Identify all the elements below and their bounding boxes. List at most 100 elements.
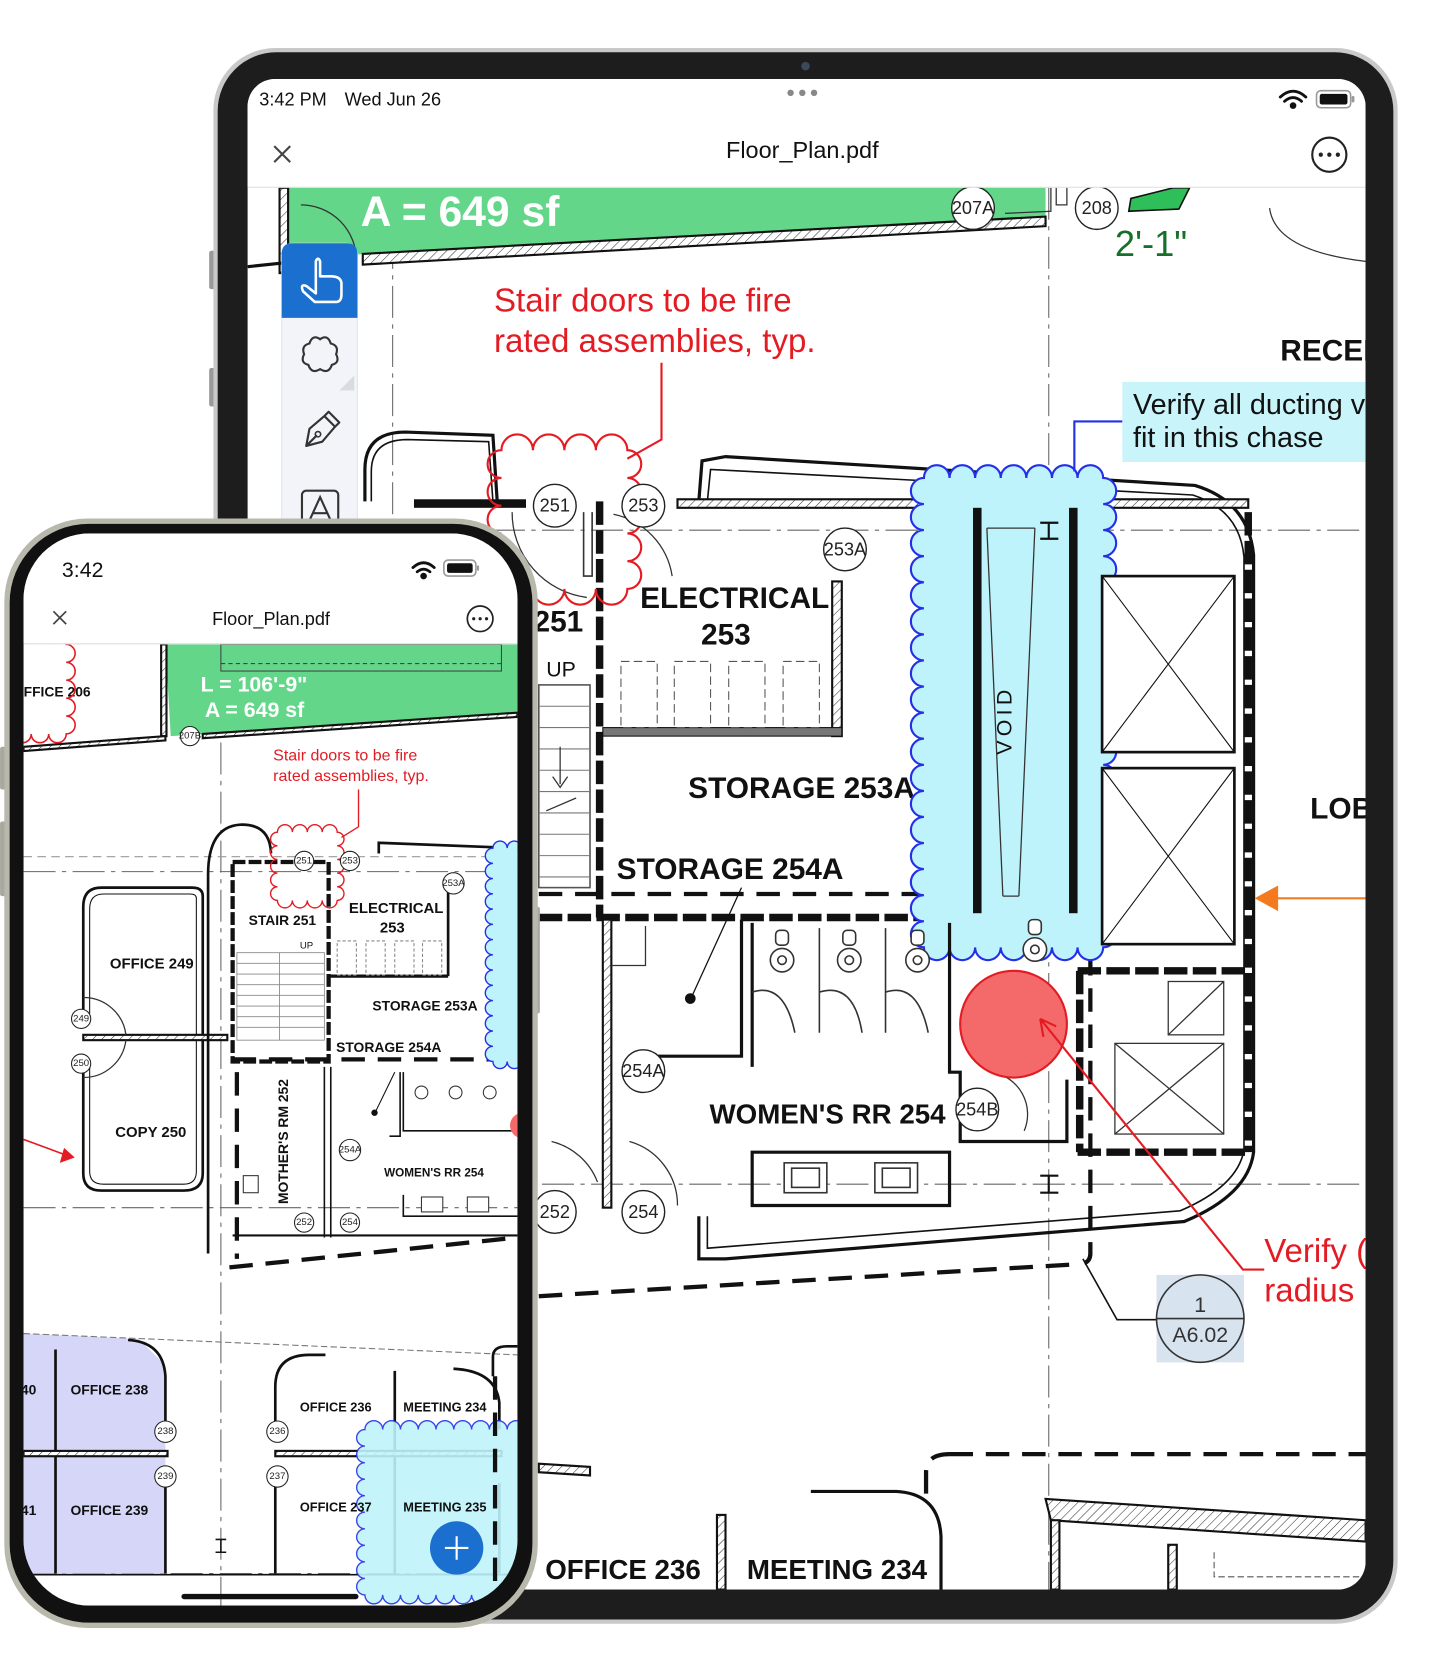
sink-icon: [783, 1162, 919, 1194]
door-tag[interactable]: 251: [532, 483, 577, 528]
door-tag[interactable]: 250: [70, 1053, 92, 1074]
chase-cloud[interactable]: [484, 840, 543, 1070]
door-tag[interactable]: 253: [621, 483, 666, 528]
door-tag[interactable]: 239: [154, 1465, 177, 1488]
area-measurement-fill[interactable]: [165, 644, 518, 737]
duct-note[interactable]: Verify all ducting v: [1133, 389, 1366, 421]
ellipsis-icon: [466, 605, 494, 633]
door-tag[interactable]: 207B: [179, 725, 201, 747]
chase-cloud[interactable]: [909, 464, 1118, 962]
callout-number: 1: [1194, 1293, 1206, 1317]
more-options-button[interactable]: [466, 605, 494, 633]
toilet-icon: [769, 918, 1048, 973]
area-measurement-label: A = 649 sf: [205, 698, 305, 722]
room-label: 41: [21, 1502, 37, 1518]
ipad-floor-plan[interactable]: A = 649 sf 2'-1" Stair doors to be fire …: [247, 187, 1384, 1590]
door-tag[interactable]: 254: [339, 1212, 361, 1233]
stair-door-note[interactable]: rated assemblies, typ.: [273, 768, 429, 785]
leader-line: [375, 1071, 396, 1112]
cloud-outline: [909, 464, 1118, 962]
leader-line: [690, 887, 743, 998]
door-tag[interactable]: 251: [293, 850, 315, 872]
cloud-outline: [269, 824, 345, 909]
highlight-cloud[interactable]: [356, 1419, 534, 1605]
svg-text:254B: 254B: [956, 1100, 998, 1120]
door-tag[interactable]: 238: [154, 1420, 177, 1443]
cloud-outline: [484, 840, 518, 1070]
door-swing: [629, 1140, 679, 1206]
equipment-outline: [1213, 1552, 1366, 1578]
wall: [370, 438, 494, 502]
door-tag[interactable]: 208: [1074, 187, 1119, 231]
door-tag[interactable]: 253A: [822, 527, 867, 572]
pen-tool-button[interactable]: [282, 400, 358, 464]
door-tag[interactable]: 254A: [339, 1138, 362, 1162]
revision-cloud[interactable]: [269, 824, 345, 909]
pan-tool-button[interactable]: [281, 243, 358, 318]
wall: [23, 734, 167, 753]
svg-text:254A: 254A: [622, 1061, 665, 1081]
wall: [650, 919, 744, 1058]
iphone-floor-plan[interactable]: L = 106'-9" A = 649 sf OFFICE 206 Stair …: [0, 636, 543, 1606]
room-label: 253: [701, 618, 751, 651]
door-tag[interactable]: 253A: [442, 872, 465, 895]
wall: [363, 430, 499, 502]
more-options-button[interactable]: [1311, 136, 1348, 173]
svg-text:238: 238: [157, 1426, 173, 1437]
svg-text:254: 254: [342, 1217, 359, 1228]
cloud-outline: [356, 1419, 518, 1605]
svg-text:253A: 253A: [442, 878, 465, 889]
multitasking-dots-icon[interactable]: [787, 89, 818, 97]
stair-door-note[interactable]: Stair doors to be fire: [273, 748, 417, 765]
leader-line: [1039, 1018, 1265, 1271]
battery-icon: [1315, 89, 1355, 109]
svg-text:253A: 253A: [824, 539, 867, 559]
cloud-icon: [301, 336, 339, 373]
radius-note[interactable]: radius: [1264, 1273, 1354, 1310]
arrow-markup[interactable]: [23, 1138, 65, 1156]
door-swing: [1268, 207, 1366, 263]
door-tag[interactable]: 252: [293, 1212, 315, 1233]
stair-door-note[interactable]: rated assemblies, typ.: [494, 323, 816, 360]
room-label: STORAGE 254A: [617, 853, 844, 886]
room-label: OFFICE 237: [300, 1500, 372, 1515]
stair-direction-label: UP: [546, 657, 576, 681]
cloud-tool-button[interactable]: [282, 325, 358, 391]
svg-text:236: 236: [269, 1426, 285, 1437]
door-tag[interactable]: 237: [266, 1465, 289, 1488]
door-tag[interactable]: 207A: [950, 187, 995, 231]
door-swing: [511, 512, 587, 599]
arrow-head-icon: [1039, 1017, 1057, 1038]
add-markup-button[interactable]: +: [429, 1521, 484, 1575]
door-tag[interactable]: 249: [70, 1008, 92, 1029]
home-indicator[interactable]: [181, 1593, 359, 1600]
duct-note-box[interactable]: [1122, 381, 1378, 462]
wifi-icon: [1278, 89, 1308, 109]
svg-text:251: 251: [296, 855, 312, 866]
svg-text:252: 252: [296, 1217, 312, 1228]
close-button[interactable]: [273, 145, 291, 163]
stair-door-note[interactable]: Stair doors to be fire: [494, 283, 792, 320]
door-tag[interactable]: 254A: [621, 1049, 665, 1094]
revision-cloud[interactable]: [0, 636, 76, 744]
svg-text:251: 251: [540, 496, 570, 516]
door-tag[interactable]: 252: [532, 1189, 577, 1234]
room-label: OFFICE 236: [545, 1554, 701, 1585]
radius-circle-markup[interactable]: [509, 1112, 536, 1139]
svg-text:207A: 207A: [952, 198, 995, 218]
radius-note[interactable]: Verify (: [1264, 1233, 1367, 1270]
area-measurement-fill[interactable]: [288, 187, 1046, 262]
leader-line: [1082, 1258, 1157, 1321]
wall: [323, 1066, 332, 1238]
door-tag[interactable]: 254B: [955, 1087, 1000, 1132]
radius-circle-markup[interactable]: [959, 969, 1068, 1079]
dashed-line: [23, 1333, 518, 1356]
room-label: VOID: [992, 686, 1016, 755]
room-label: COPY 250: [115, 1124, 186, 1141]
close-button[interactable]: [52, 610, 67, 625]
duct-note[interactable]: fit in this chase: [1133, 422, 1323, 454]
markup-toolbar: [281, 242, 358, 554]
door-tag[interactable]: 254: [621, 1189, 666, 1234]
door-tag[interactable]: 253: [339, 850, 361, 872]
door-tag[interactable]: 236: [266, 1420, 289, 1443]
